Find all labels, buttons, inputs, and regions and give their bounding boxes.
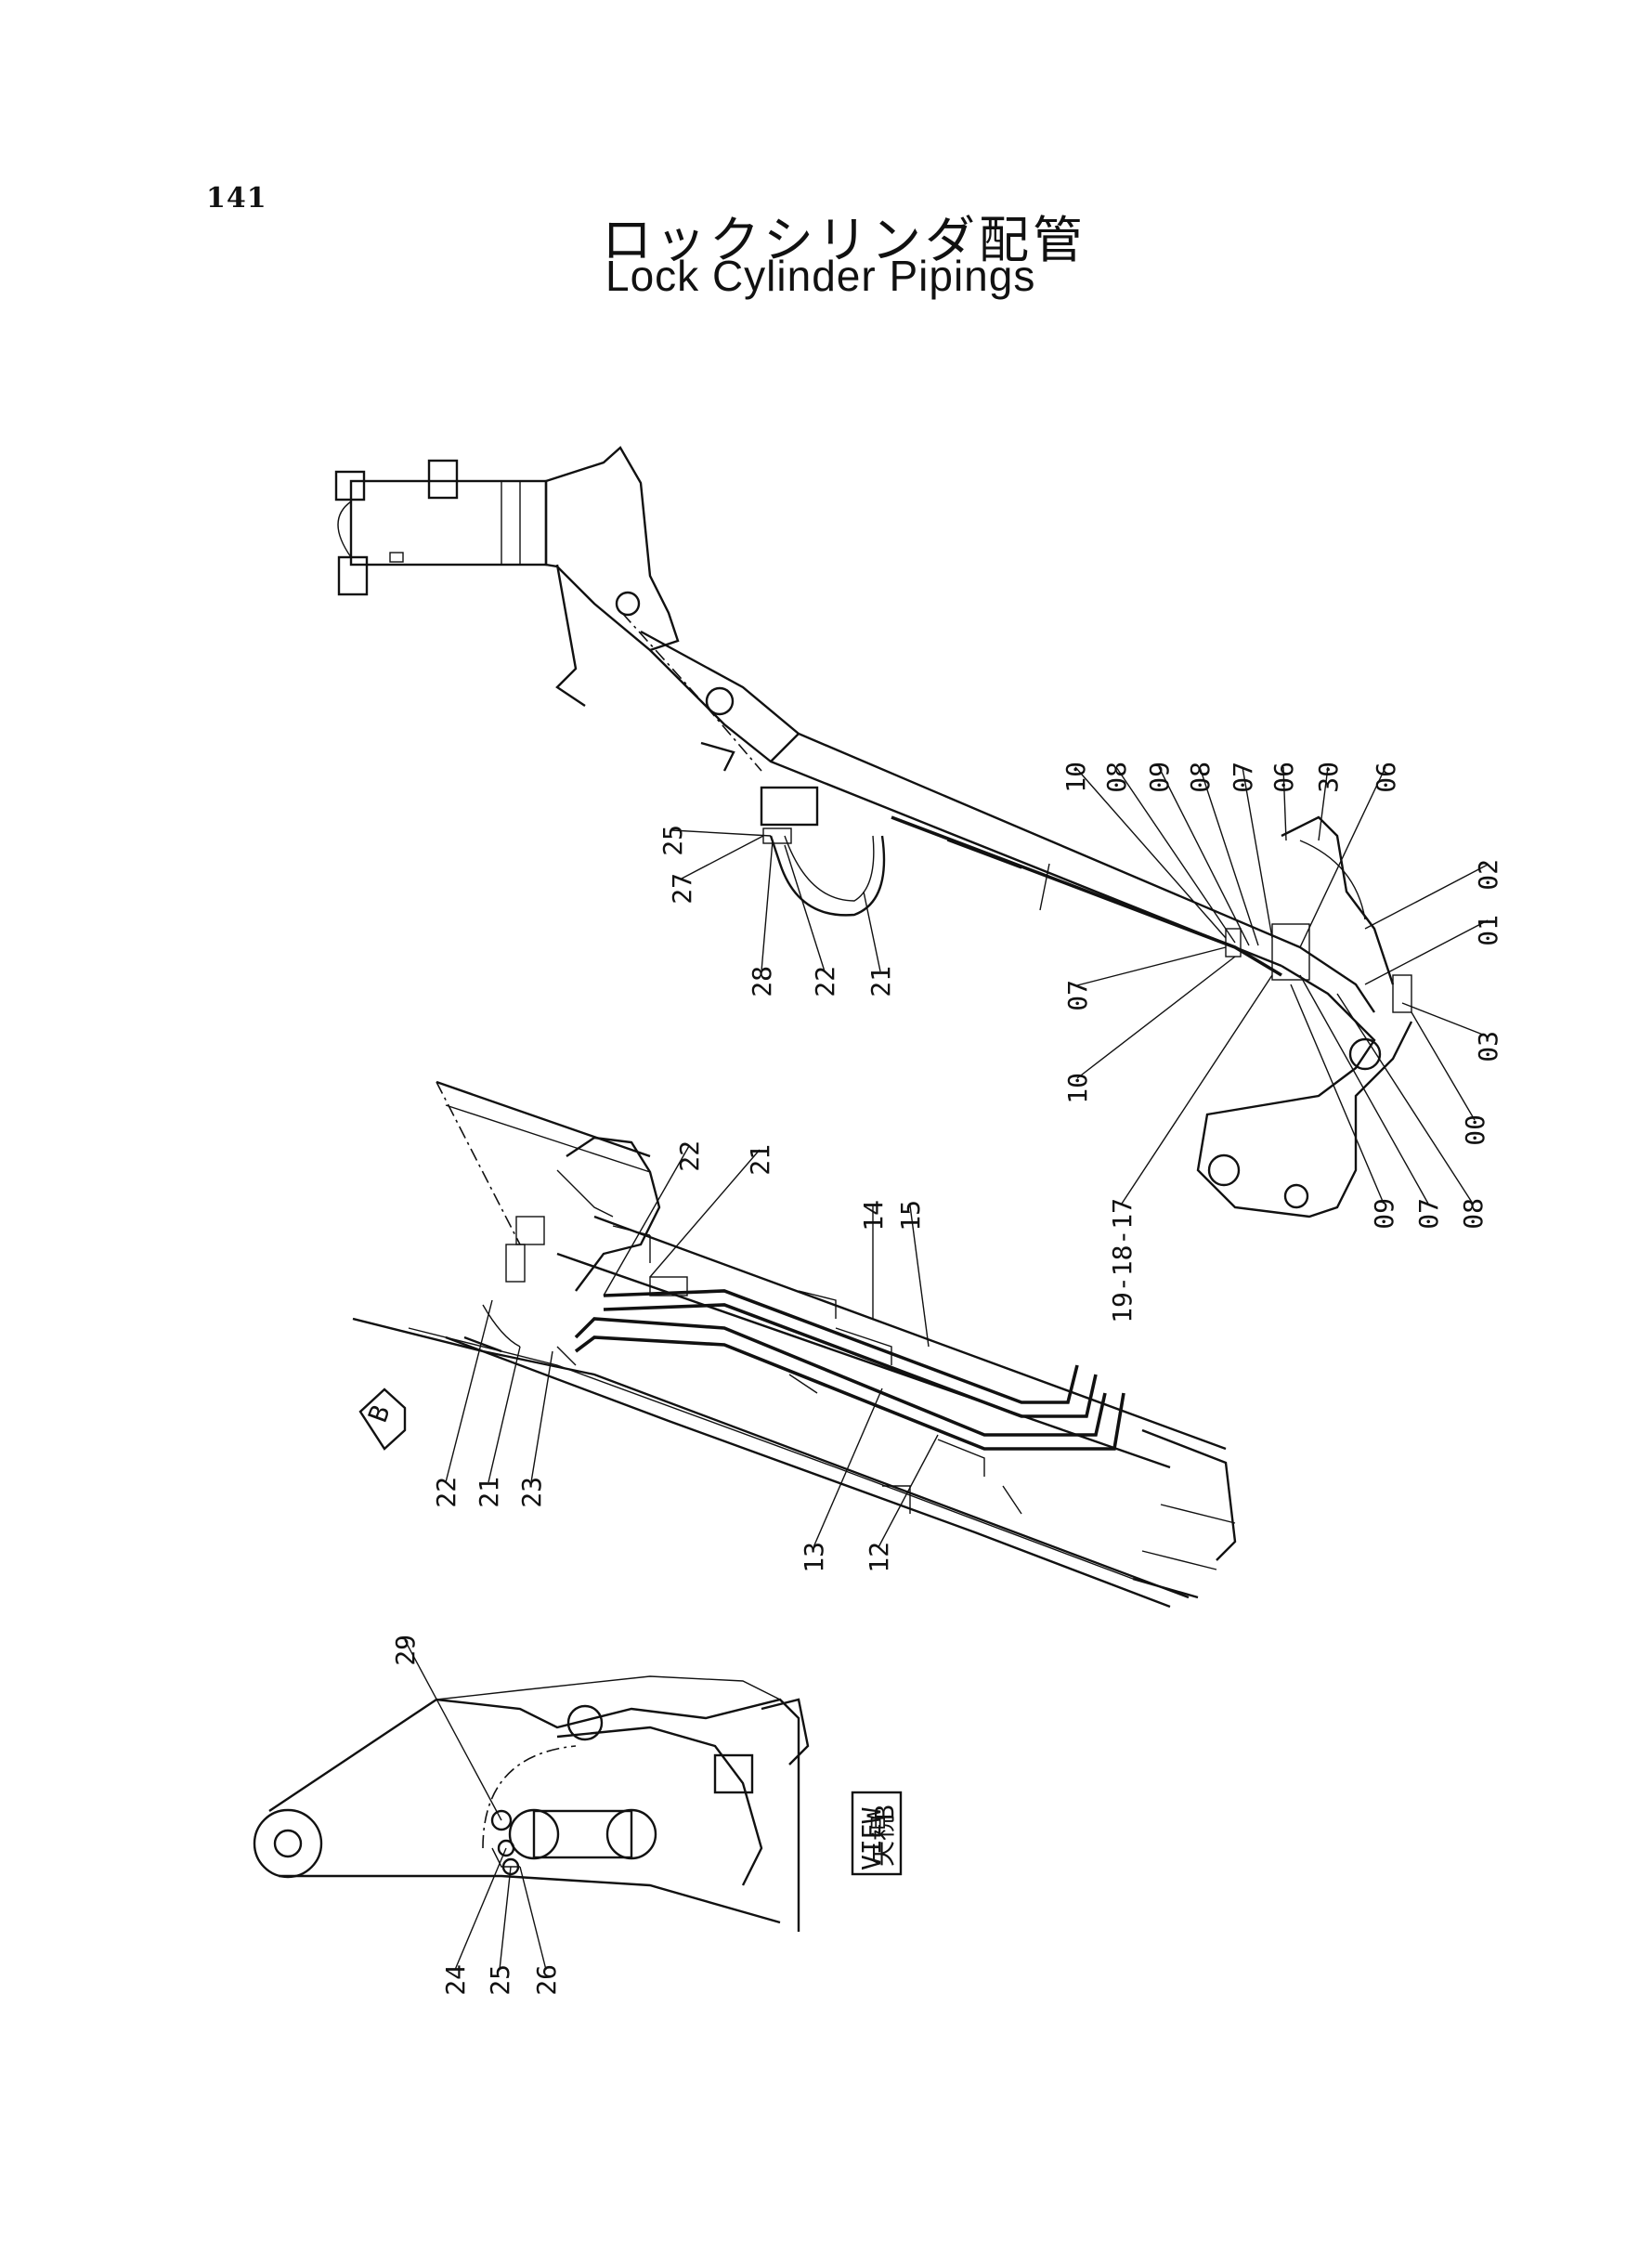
callout-leader-main-30 [1318, 766, 1329, 841]
callout-leader-middle-13 [813, 1388, 883, 1548]
callout-leader-main-28 [761, 840, 774, 972]
callout-leader-main-08 [1199, 766, 1259, 946]
view-b-label: 矢視 VIEW B [851, 1791, 903, 1876]
callout-main-19-18-17: 19-18-17 [1107, 1198, 1138, 1323]
callout-main-08: 08 [1458, 1198, 1489, 1230]
callout-middle-22: 22 [674, 1140, 705, 1172]
callout-leader-middle-21 [649, 1149, 761, 1278]
callout-leader-main-01 [1364, 919, 1489, 985]
view-b-marker: B [358, 1388, 407, 1451]
page-title-japanese: ロックシリンダ配管 [602, 211, 1086, 269]
callout-leader-view_b-26 [519, 1866, 547, 1971]
callout-leader-middle-12 [878, 1434, 939, 1548]
callout-main-30: 30 [1313, 762, 1344, 793]
callout-leader-main-22 [784, 844, 826, 972]
callout-main-09: 09 [1369, 1198, 1399, 1230]
view-b-label-ja: 矢視 [867, 1815, 898, 1867]
callout-main-10: 10 [1060, 762, 1091, 793]
callout-leader-main-08 [1115, 766, 1236, 944]
page-title-english: Lock Cylinder Pipings [605, 252, 1036, 300]
callout-leader-middle-21 [488, 1346, 521, 1483]
callout-leader-main-03 [1401, 1002, 1489, 1037]
callout-main-07: 07 [1062, 980, 1093, 1011]
callout-main-02: 02 [1473, 859, 1503, 891]
upper-boom-assembly [334, 446, 1413, 1218]
callout-leader-main-07 [1076, 946, 1227, 986]
callout-leader-view_b-29 [404, 1639, 502, 1821]
callout-main-00: 00 [1460, 1114, 1490, 1146]
page-number: 141 [206, 182, 267, 215]
callout-leader-main-06 [1299, 766, 1386, 948]
callout-leader-main-10 [1074, 766, 1227, 939]
callout-leader-main-19-18-17 [1121, 974, 1273, 1205]
callout-main-03: 03 [1473, 1031, 1503, 1062]
callout-leader-main-27 [681, 835, 764, 879]
callout-main-25: 25 [657, 825, 688, 856]
callout-leader-view_b-24 [454, 1847, 507, 1971]
view-b-label-en: VIEW [856, 1807, 887, 1870]
callout-leader-view_b-25 [499, 1866, 512, 1971]
callout-main-07: 07 [1228, 762, 1258, 793]
callout-middle-21: 21 [745, 1144, 775, 1176]
callout-leader-main-07 [1299, 974, 1429, 1205]
callout-leader-main-08 [1336, 993, 1474, 1205]
callout-main-01: 01 [1473, 915, 1503, 946]
callout-leader-main-00 [1411, 1011, 1476, 1121]
callout-leader-middle-22 [603, 1145, 690, 1296]
callout-leader-main-09 [1158, 766, 1250, 946]
view-b-assembly [253, 1675, 810, 1932]
callout-leader-main-02 [1364, 864, 1489, 930]
callout-leader-middle-15 [909, 1205, 930, 1348]
callout-leader-main-07 [1242, 766, 1273, 939]
callout-middle-15: 15 [895, 1200, 926, 1231]
callout-leader-middle-22 [445, 1299, 493, 1483]
callout-leader-main-25 [671, 829, 772, 837]
callout-main-08: 08 [1185, 762, 1216, 793]
callout-leader-main-10 [1076, 956, 1236, 1079]
callout-main-07: 07 [1413, 1198, 1444, 1230]
callout-main-22: 22 [810, 966, 840, 997]
callout-leader-main-09 [1290, 984, 1385, 1205]
middle-arm-assembly [352, 1080, 1237, 1609]
callout-main-08: 08 [1101, 762, 1132, 793]
view-b-label-letter: B [869, 1804, 900, 1820]
callout-view_b-26: 26 [531, 1964, 562, 1996]
callout-leader-middle-23 [530, 1350, 553, 1483]
callout-leader-main-21 [863, 891, 881, 972]
callout-leader-main-06 [1282, 766, 1287, 841]
